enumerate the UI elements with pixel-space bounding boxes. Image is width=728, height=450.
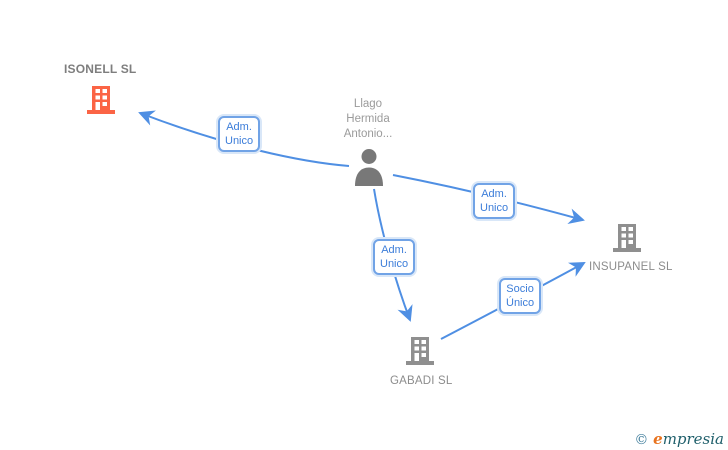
node-label-gabadi[interactable]: GABADI SL [390,375,453,387]
edge-badge-adm-unico: Adm. Unico [473,183,516,219]
person-icon[interactable] [352,148,386,186]
building-icon[interactable] [611,222,643,255]
empresia-watermark: © empresia [634,430,724,448]
person-name-line: Hermida [346,113,390,125]
edge-badge-line: Socio [506,283,534,295]
edge-badge-adm-unico: Adm. Unico [218,116,261,152]
brand-text: mpresia [662,430,724,448]
person-name-line: Antonio... [343,128,393,140]
building-icon[interactable] [404,335,436,368]
edge-badge-line: Adm. [381,244,407,256]
node-label-insupanel[interactable]: INSUPANEL SL [589,261,673,273]
brand-letter: e [653,430,663,448]
edge-badge-adm-unico: Adm. Unico [373,239,416,275]
edge-badge-line: Adm. [226,121,252,133]
edge-badge-line: Unico [480,202,509,214]
building-icon[interactable] [85,84,117,117]
edge-badge-socio-unico: Socio Único [499,278,542,314]
node-label-person[interactable]: Llago Hermida Antonio... [326,97,410,142]
node-label-isonell[interactable]: ISONELL SL [64,62,137,76]
edge-badge-line: Adm. [481,188,507,200]
edge-badge-line: Unico [380,258,409,270]
person-name-line: Llago [353,98,383,110]
edge-person-isonell [138,110,350,167]
edge-badge-line: Único [506,297,535,309]
edge-badge-line: Unico [225,135,254,147]
copyright-symbol: © [634,432,649,448]
